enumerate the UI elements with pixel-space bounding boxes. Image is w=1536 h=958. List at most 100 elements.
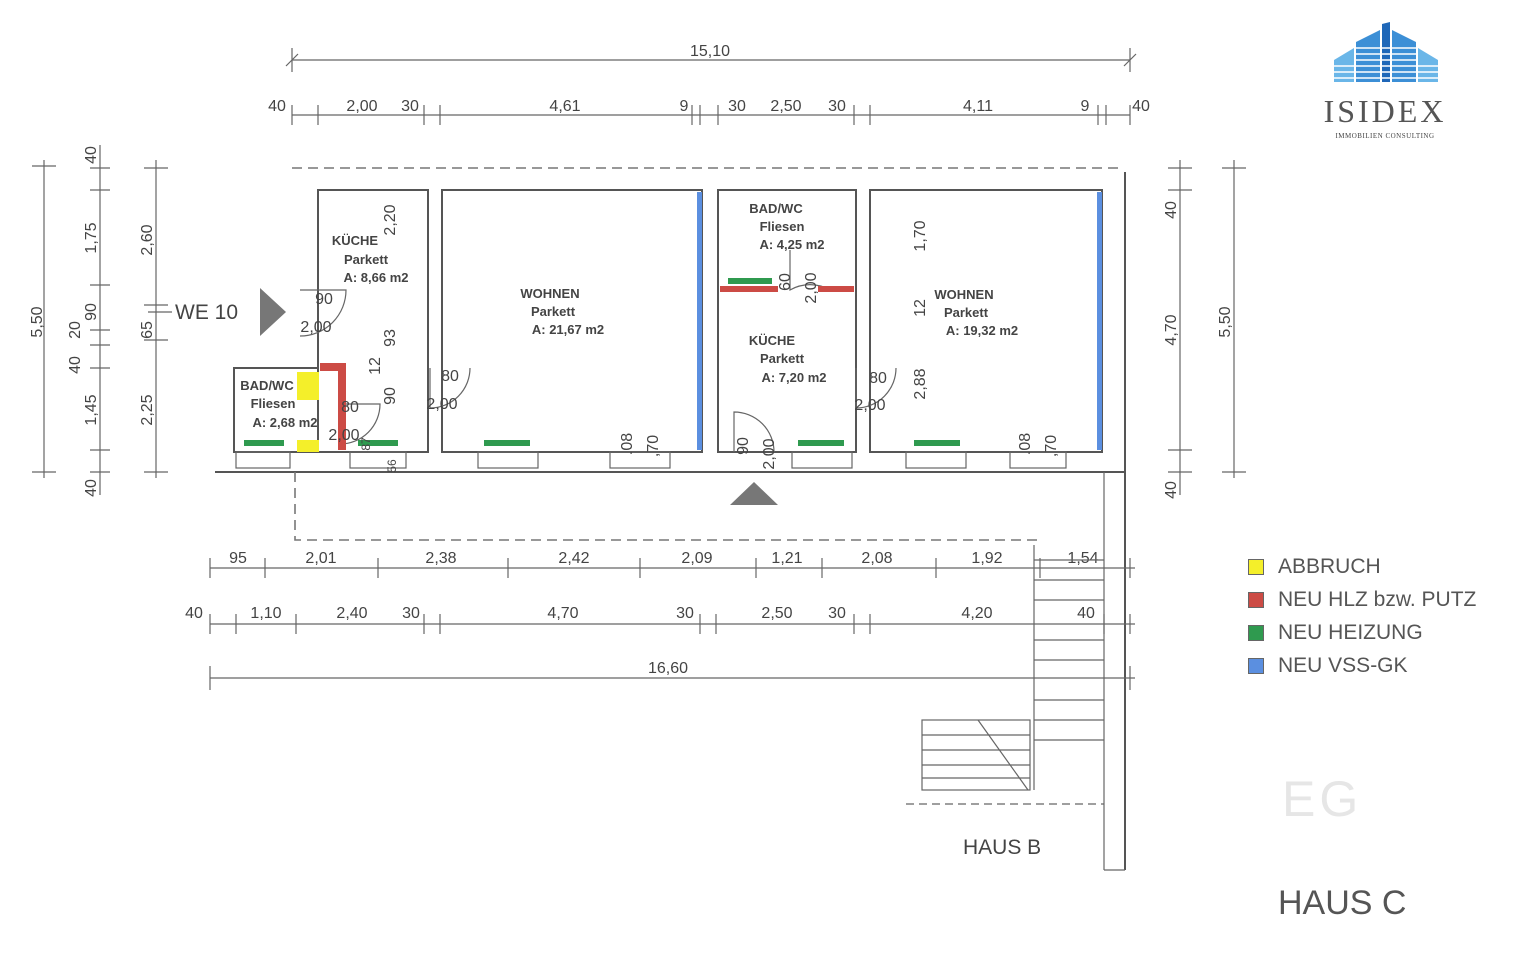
legend-label: NEU HLZ bzw. PUTZ bbox=[1278, 587, 1477, 611]
room-area: A: 8,66 m2 bbox=[343, 270, 408, 285]
haus-c-label: HAUS C bbox=[1278, 884, 1407, 922]
dim-label: 90 bbox=[83, 303, 100, 321]
dim-label: 2,25 bbox=[139, 394, 156, 425]
room-wohnen-2-walls bbox=[869, 189, 1103, 453]
dim-label: 2,00 bbox=[426, 396, 457, 413]
legend-item-neu-heizung: NEU HEIZUNG bbox=[1248, 616, 1476, 649]
dim-label: 80 bbox=[341, 399, 359, 416]
dim-label: 1,70 bbox=[912, 220, 929, 251]
dim-label: 40 bbox=[268, 98, 286, 115]
room-bad-1: BAD/WC Fliesen A: 2,68 m2 bbox=[240, 378, 317, 430]
dim-label: 30 bbox=[728, 98, 746, 115]
dim-label: 4,70 bbox=[1163, 314, 1180, 345]
dim-label: 2,88 bbox=[912, 368, 929, 399]
new-wall-bad-1 bbox=[320, 363, 346, 450]
dim-label: 9 bbox=[680, 98, 689, 115]
dim-label: 30 bbox=[676, 605, 694, 622]
dim-label: 2,09 bbox=[681, 550, 712, 567]
demolition-1 bbox=[297, 372, 319, 400]
dim-label: 2,00 bbox=[803, 272, 820, 303]
dim-label: 2,00 bbox=[761, 438, 778, 469]
entrance-arrow-up-icon bbox=[730, 482, 778, 505]
room-kueche-1: KÜCHE Parkett A: 8,66 m2 bbox=[332, 233, 409, 285]
dim-left-inner: 2,60 65 2,25 bbox=[139, 160, 168, 478]
dim-label: 2,40 bbox=[336, 605, 367, 622]
legend-item-neu-vss-gk: NEU VSS-GK bbox=[1248, 649, 1476, 682]
staircase bbox=[906, 545, 1104, 805]
dim-label: 2,01 bbox=[305, 550, 336, 567]
dim-bottom-row-1: 95 2,01 2,38 2,42 2,09 1,21 2,08 1,92 1,… bbox=[209, 550, 1135, 578]
dim-label: 40 bbox=[1077, 605, 1095, 622]
dim-label: 40 bbox=[83, 479, 100, 497]
room-bad-kueche-2-walls bbox=[717, 189, 857, 453]
dim-label: 1,54 bbox=[1067, 550, 1098, 567]
company-tagline: IMMOBILIEN CONSULTING bbox=[1335, 132, 1435, 140]
dim-label: 1,92 bbox=[971, 550, 1002, 567]
room-name: BAD/WC bbox=[749, 201, 803, 216]
dim-label: 40 bbox=[1163, 481, 1180, 499]
room-wohnen-1-walls bbox=[441, 189, 703, 453]
dim-label: 56 bbox=[385, 459, 399, 473]
dim-label: 87 bbox=[359, 437, 373, 451]
dim-label: ,70 bbox=[1043, 435, 1060, 457]
dim-label: 16,60 bbox=[648, 660, 688, 677]
dim-label: 9 bbox=[1081, 98, 1090, 115]
dim-label: 1,21 bbox=[771, 550, 802, 567]
haus-b-label: HAUS B bbox=[963, 836, 1041, 859]
vss-gk-wall-2 bbox=[1097, 192, 1102, 450]
dim-label: .08 bbox=[1017, 433, 1034, 455]
inner-dimensions: 2,20 90 2,00 93 12 90 80 2,00 80 2,00 60… bbox=[300, 204, 1060, 472]
legend-swatch bbox=[1248, 591, 1264, 608]
dim-top-row: 40 2,00 30 4,61 9 30 2,50 30 4,11 9 40 bbox=[268, 98, 1150, 125]
dim-label: 40 bbox=[1132, 98, 1150, 115]
dim-label: 2,42 bbox=[558, 550, 589, 567]
dim-right-inner: 40 4,70 40 bbox=[1163, 160, 1192, 499]
dim-label: 15,10 bbox=[690, 43, 730, 60]
dim-label: 30 bbox=[828, 98, 846, 115]
legend: ABBRUCH NEU HLZ bzw. PUTZ NEU HEIZUNG NE… bbox=[1248, 550, 1476, 682]
room-name: BAD/WC bbox=[240, 378, 294, 393]
room-floor: Fliesen bbox=[760, 219, 805, 234]
dim-label: 1,75 bbox=[83, 222, 100, 253]
legend-label: NEU VSS-GK bbox=[1278, 653, 1408, 677]
dim-label: 40 bbox=[67, 356, 84, 374]
dim-label: 4,70 bbox=[547, 605, 578, 622]
window-niches bbox=[235, 451, 1067, 469]
new-wall-bad-2b bbox=[818, 286, 854, 292]
dim-label: 20 bbox=[67, 321, 84, 339]
dim-label: ,70 bbox=[645, 435, 662, 457]
room-floor: Parkett bbox=[344, 252, 389, 267]
dim-label: 12 bbox=[912, 299, 929, 317]
room-area: A: 19,32 m2 bbox=[946, 323, 1018, 338]
dim-top-overall: 15,10 bbox=[285, 43, 1137, 72]
dim-right-outer: 5,50 bbox=[1217, 160, 1246, 478]
dim-label: .08 bbox=[619, 433, 636, 455]
company-name: ISIDEX bbox=[1323, 93, 1447, 129]
room-wohnen-2: WOHNEN Parkett A: 19,32 m2 bbox=[934, 287, 1018, 338]
room-floor: Parkett bbox=[531, 304, 576, 319]
legend-swatch bbox=[1248, 624, 1264, 641]
new-wall-bad-2 bbox=[720, 286, 778, 292]
dim-label: 93 bbox=[382, 329, 399, 347]
room-floor: Fliesen bbox=[251, 396, 296, 411]
dim-label: 2,00 bbox=[328, 427, 359, 444]
vss-gk-wall-1 bbox=[697, 192, 702, 450]
room-name: WOHNEN bbox=[934, 287, 993, 302]
dim-label: 2,60 bbox=[139, 224, 156, 255]
heating-units bbox=[244, 278, 960, 446]
dim-label: 2,50 bbox=[770, 98, 801, 115]
dim-label: 40 bbox=[185, 605, 203, 622]
room-area: A: 2,68 m2 bbox=[252, 415, 317, 430]
dim-label: 1,10 bbox=[250, 605, 281, 622]
dim-label: 2,00 bbox=[854, 397, 885, 414]
dim-label: 90 bbox=[735, 437, 752, 455]
room-area: A: 21,67 m2 bbox=[532, 322, 604, 337]
dim-label: 2,38 bbox=[425, 550, 456, 567]
dim-bottom-row-2: 40 1,10 2,40 30 4,70 30 2,50 30 4,20 40 bbox=[185, 605, 1135, 634]
dim-label: 4,61 bbox=[549, 98, 580, 115]
dim-label: 2,00 bbox=[346, 98, 377, 115]
room-wohnen-1: WOHNEN Parkett A: 21,67 m2 bbox=[520, 286, 604, 337]
dim-label: 95 bbox=[229, 550, 247, 567]
dim-label: 2,00 bbox=[300, 319, 331, 336]
